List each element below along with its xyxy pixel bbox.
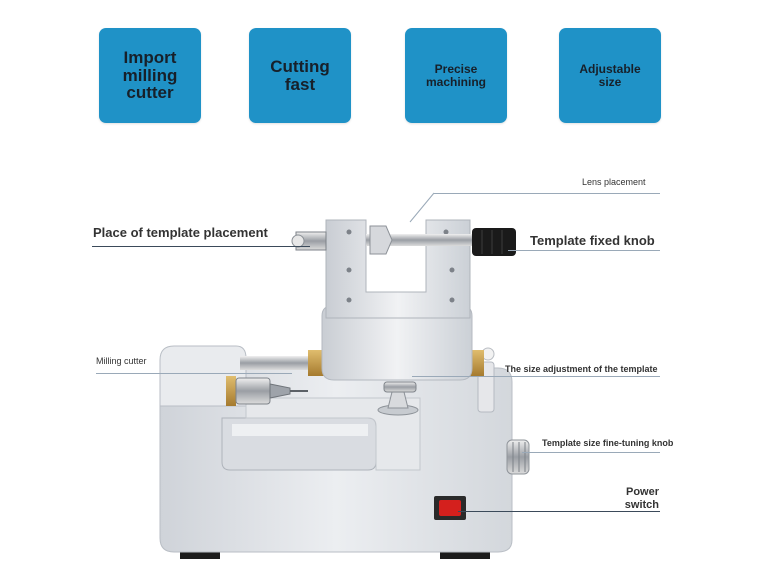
feature-cutting-fast: Cutting fast — [249, 28, 351, 123]
label-template-fixed-knob: Template fixed knob — [530, 233, 655, 248]
lens-clamp — [369, 225, 393, 255]
leader-power-switch — [458, 511, 660, 512]
label-milling-cutter: Milling cutter — [96, 356, 147, 366]
feature-precise-machining: Precise machining — [405, 28, 507, 123]
tray-highlight — [232, 424, 368, 436]
leader-size-adjustment — [412, 376, 660, 377]
leader-milling-cutter — [96, 373, 292, 374]
cutter-tip — [269, 383, 291, 399]
leader-fine-tuning-knob — [522, 452, 660, 453]
brass-collar-left — [308, 350, 324, 376]
template-screw — [291, 234, 305, 248]
threaded-rod — [366, 234, 474, 246]
label-power-switch: Power switch — [624, 486, 659, 511]
label-size-adjustment: The size adjustment of the template — [505, 364, 658, 374]
template-fixed-knob — [472, 228, 516, 256]
platform — [245, 397, 421, 471]
label-template-placement: Place of template placement — [93, 225, 268, 240]
leader-lens-placement — [434, 193, 660, 194]
feature-import-milling-cutter: Import milling cutter — [99, 28, 201, 123]
brass-collar-right — [470, 350, 484, 376]
label-fine-tuning-knob: Template size fine-tuning knob — [542, 438, 674, 448]
power-switch — [439, 500, 461, 516]
leader-template-placement — [92, 246, 310, 247]
label-lens-placement: Lens placement — [582, 177, 646, 187]
cutter-brass-ring — [226, 376, 236, 406]
size-adjustment-dial — [383, 381, 417, 393]
feature-adjustable-size: Adjustable size — [559, 28, 661, 123]
leader-template-fixed-knob — [508, 250, 660, 251]
